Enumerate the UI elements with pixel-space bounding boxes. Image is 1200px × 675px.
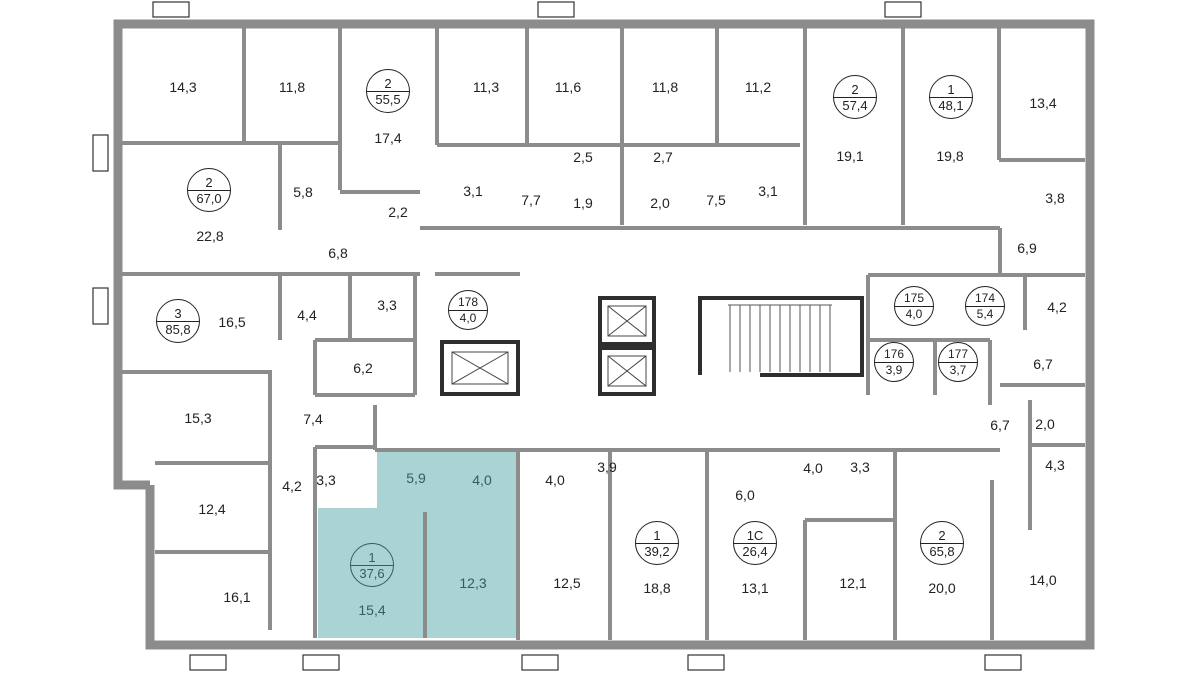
room-area: 6,7 <box>990 417 1010 433</box>
room-area: 5,8 <box>293 184 313 200</box>
room-area: 13,1 <box>741 580 769 596</box>
room-area: 1,9 <box>573 195 593 211</box>
interior-walls <box>122 28 1085 640</box>
room-area: 11,2 <box>744 79 772 95</box>
room-area: 3,3 <box>316 472 336 488</box>
room-area: 2,0 <box>1035 416 1055 432</box>
room-area: 6,0 <box>735 487 755 503</box>
highlighted-room-area: 5,9 <box>406 470 426 486</box>
room-area: 22,8 <box>196 228 224 244</box>
room-area: 6,8 <box>328 245 348 261</box>
room-area: 4,3 <box>1045 457 1065 473</box>
room-area: 20,0 <box>928 580 956 596</box>
highlighted-room-area: 4,0 <box>472 472 492 488</box>
room-area: 7,7 <box>521 192 541 208</box>
room-area: 11,8 <box>651 79 679 95</box>
stairs-icon <box>728 304 832 372</box>
highlighted-room-area: 12,3 <box>459 575 487 591</box>
building-core <box>440 296 864 396</box>
highlighted-apartment[interactable] <box>318 452 516 638</box>
room-area: 16,5 <box>218 314 246 330</box>
room-area: 2,7 <box>653 149 673 165</box>
room-area: 13,4 <box>1029 95 1057 111</box>
room-area: 19,1 <box>836 148 864 164</box>
room-area: 16,1 <box>223 589 251 605</box>
room-area: 12,1 <box>839 575 867 591</box>
room-area: 11,3 <box>472 79 500 95</box>
room-area: 6,9 <box>1017 240 1037 256</box>
outer-walls <box>113 19 1095 650</box>
room-area: 19,8 <box>936 148 964 164</box>
room-area: 18,8 <box>643 580 671 596</box>
room-area: 3,9 <box>597 459 617 475</box>
room-area: 4,0 <box>545 472 565 488</box>
room-area: 7,4 <box>303 411 323 427</box>
room-area: 14,3 <box>169 79 197 95</box>
room-area: 17,4 <box>374 130 402 146</box>
room-area: 2,2 <box>388 204 408 220</box>
room-area: 11,8 <box>278 79 306 95</box>
room-area: 15,3 <box>184 410 212 426</box>
room-area: 6,7 <box>1033 356 1053 372</box>
room-area: 4,2 <box>1047 299 1067 315</box>
room-area: 2,5 <box>573 149 593 165</box>
room-area: 7,5 <box>706 192 726 208</box>
room-area: 11,6 <box>554 79 582 95</box>
windows <box>92 1 1022 671</box>
room-area: 3,8 <box>1045 190 1065 206</box>
room-area: 14,0 <box>1029 572 1057 588</box>
room-area: 12,4 <box>198 501 226 517</box>
room-area: 3,3 <box>850 459 870 475</box>
room-area: 4,2 <box>282 478 302 494</box>
highlighted-room-area: 15,4 <box>358 602 386 618</box>
room-area: 4,0 <box>803 460 823 476</box>
room-area: 2,0 <box>650 195 670 211</box>
room-area: 3,3 <box>377 297 397 313</box>
room-area: 12,5 <box>553 575 581 591</box>
room-area: 6,2 <box>353 360 373 376</box>
elevator-cross-icons <box>451 305 647 387</box>
room-area: 3,1 <box>758 183 778 199</box>
room-area: 4,4 <box>297 307 317 323</box>
room-area: 3,1 <box>463 183 483 199</box>
